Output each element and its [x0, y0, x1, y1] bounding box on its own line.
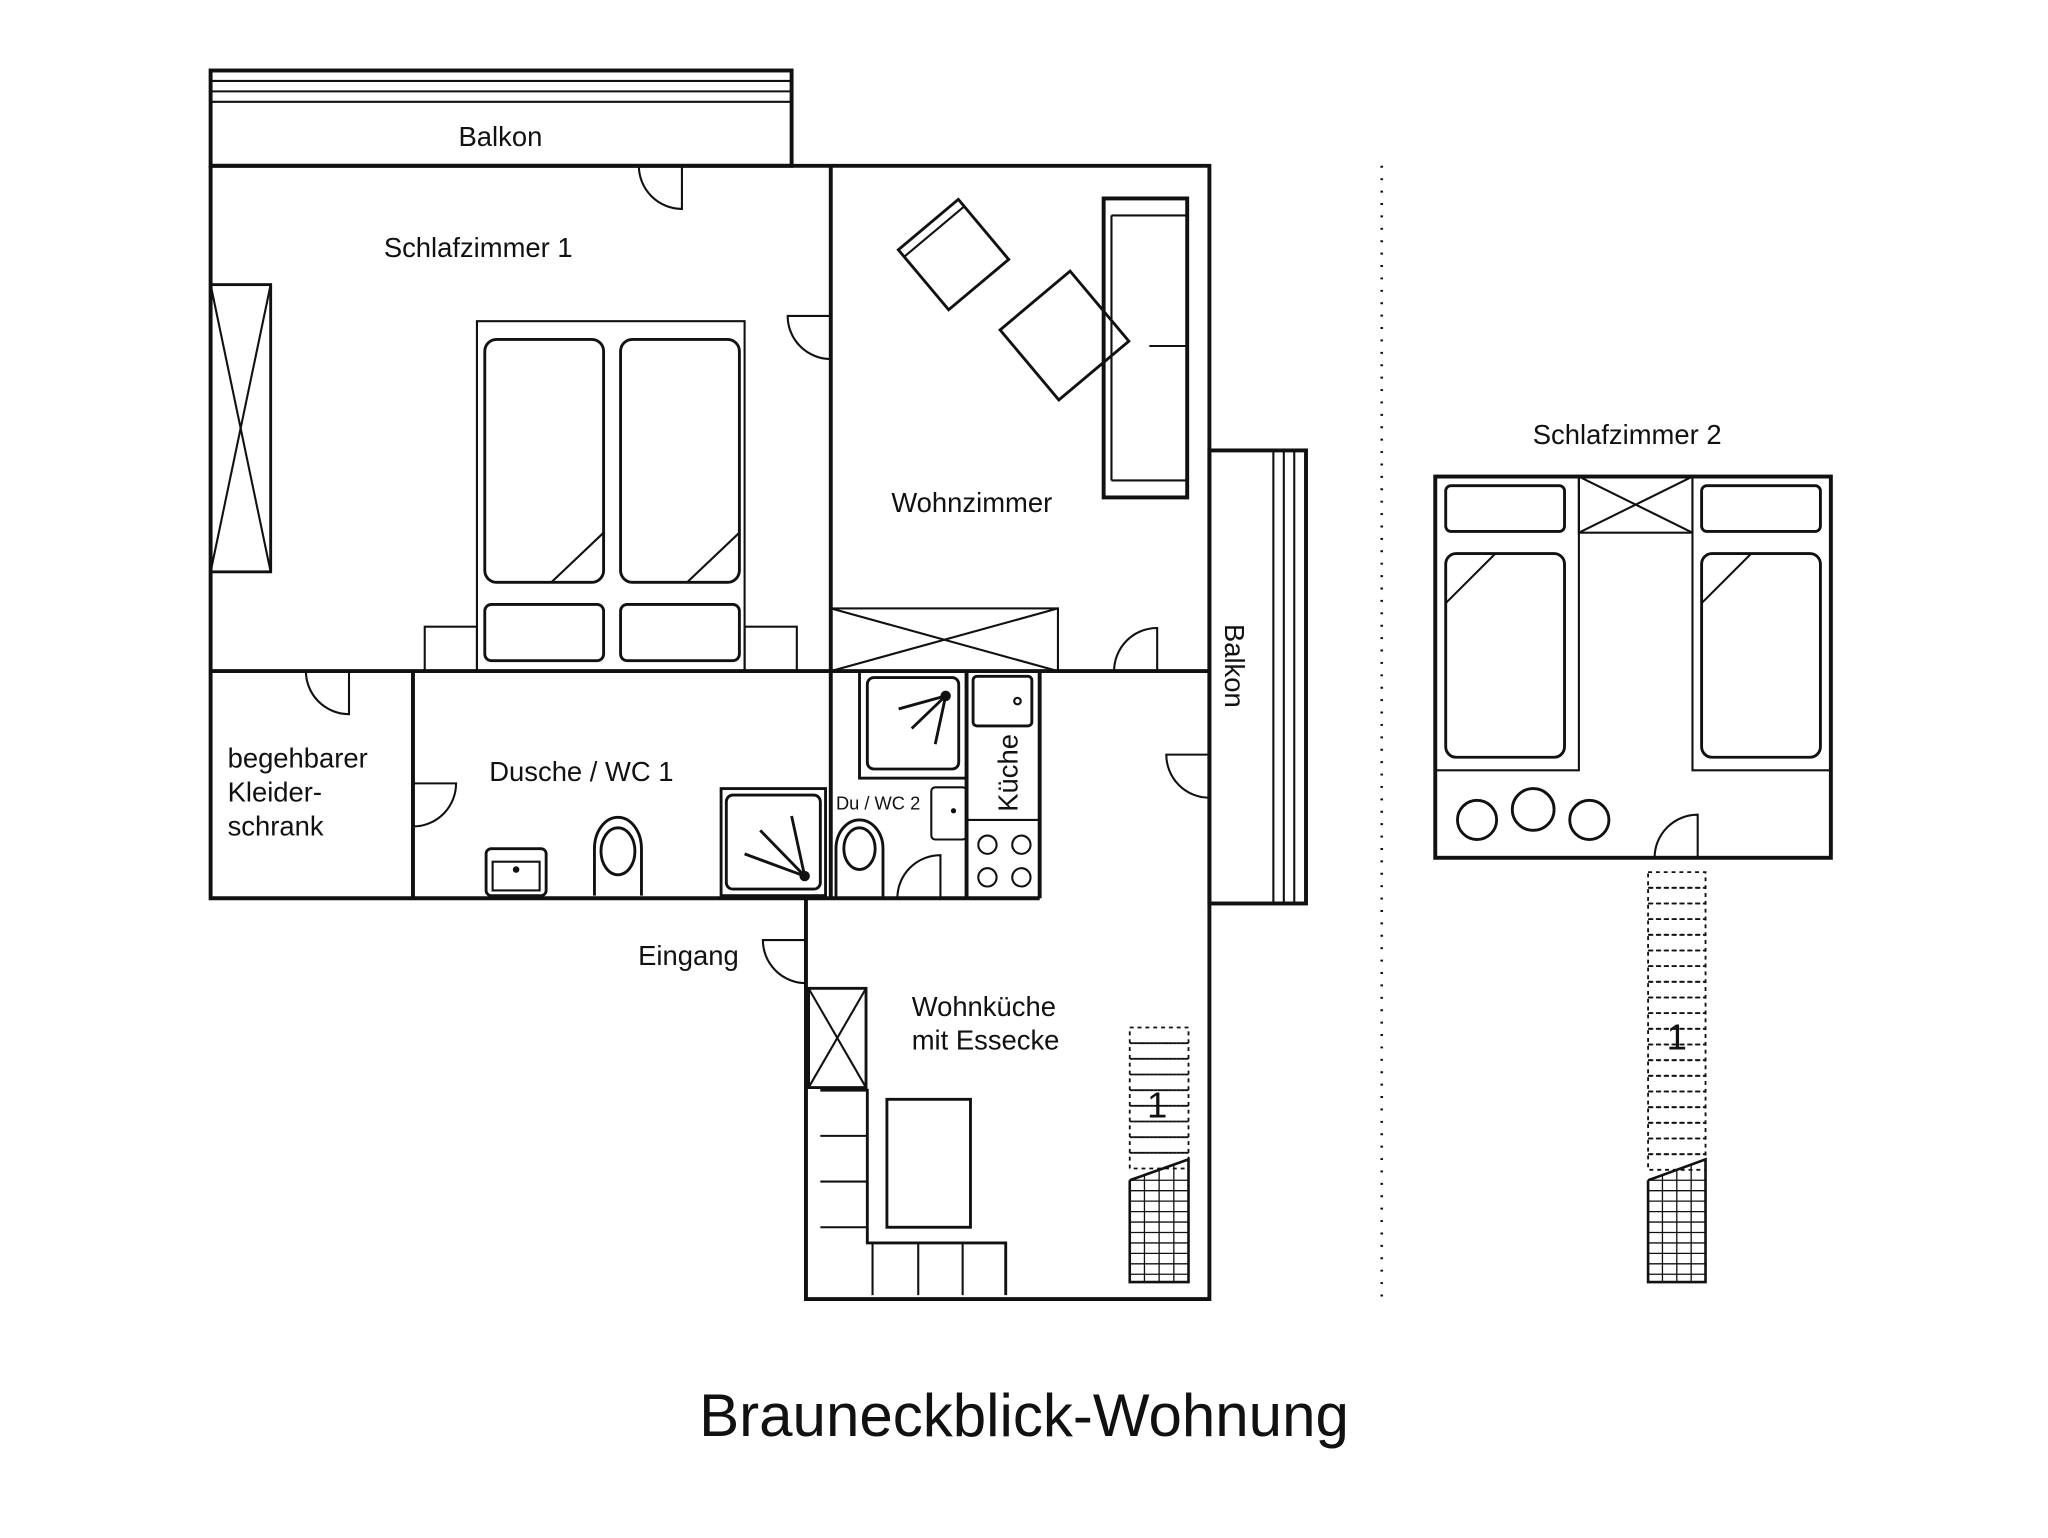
- label-wohnkueche: Wohnküche mit Essecke: [912, 991, 1064, 1056]
- balcony-right: [1207, 448, 1308, 906]
- stair-step: [1128, 1073, 1190, 1092]
- walls: [208, 163, 1212, 1302]
- doors: [304, 165, 1210, 985]
- coffee-table: [998, 269, 1131, 402]
- label-schlafzimmer-1: Schlafzimmer 1: [384, 232, 573, 263]
- stair-step: [1647, 1043, 1707, 1062]
- stair-step: [1647, 980, 1707, 999]
- toilet-1: [593, 815, 643, 896]
- stair-step: [1647, 1027, 1707, 1046]
- armchair: [896, 197, 1011, 312]
- stair-step: [1128, 1089, 1190, 1107]
- stair-label-main: 1: [1147, 1085, 1167, 1126]
- stair-step: [1647, 886, 1707, 905]
- cabinet-entrance: [807, 986, 868, 1090]
- label-dusche-wc-1: Dusche / WC 1: [489, 756, 673, 787]
- label-balkon-top: Balkon: [459, 121, 543, 152]
- stair-step: [1647, 1059, 1707, 1077]
- label-du-wc-2: Du / WC 2: [836, 792, 920, 813]
- sink-1: [484, 847, 548, 898]
- stair-step: [1647, 871, 1707, 889]
- kitchen-sink: [971, 674, 1034, 728]
- page-title: Brauneckblick-Wohnung: [699, 1382, 1349, 1449]
- stair-step: [1128, 1151, 1190, 1170]
- stair-step: [1128, 1120, 1190, 1139]
- stair-step: [1646, 1157, 1707, 1284]
- label-eingang: Eingang: [638, 940, 739, 971]
- label-balkon-right: Balkon: [1219, 624, 1250, 708]
- stair-step: [1128, 1136, 1190, 1154]
- staircase-main: [1128, 1026, 1190, 1284]
- label-kleiderschrank: begehbarer Kleider- schrank: [228, 743, 376, 842]
- sofa: [1101, 196, 1190, 500]
- stair-step: [1128, 1026, 1190, 1045]
- sideboard: [829, 607, 1059, 673]
- stair-step: [1647, 949, 1707, 968]
- stair-step: [1128, 1057, 1190, 1076]
- stair-step: [1647, 1012, 1707, 1030]
- stair-step: [1128, 1104, 1190, 1123]
- stair-step: [1647, 1074, 1707, 1093]
- corner-bench: [820, 1088, 1008, 1296]
- stair-step: [1647, 1106, 1707, 1124]
- stair-step: [1647, 965, 1707, 983]
- label-schlafzimmer-2: Schlafzimmer 2: [1533, 419, 1722, 450]
- shower-2: [858, 669, 968, 780]
- wardrobe-left: [209, 283, 273, 574]
- toilet-2: [834, 818, 885, 899]
- stove: [966, 818, 1040, 888]
- stair-step: [1647, 902, 1707, 921]
- double-bed: [423, 320, 798, 673]
- stair-step: [1647, 996, 1707, 1015]
- stair-step: [1647, 918, 1707, 936]
- stair-step: [1128, 1042, 1190, 1060]
- stair-step: [1647, 1121, 1707, 1140]
- stair-step: [1128, 1157, 1190, 1284]
- label-wohnzimmer: Wohnzimmer: [891, 487, 1052, 518]
- label-kueche: Küche: [992, 734, 1023, 812]
- dining-table: [885, 1097, 972, 1229]
- stair-label-upper: 1: [1667, 1017, 1687, 1058]
- stair-step: [1647, 1137, 1707, 1156]
- room-schlafzimmer-2: [1433, 474, 1833, 860]
- stair-step: [1647, 1090, 1707, 1109]
- stair-step: [1647, 933, 1707, 952]
- shower-1: [719, 787, 827, 898]
- sink-2: [930, 786, 968, 841]
- staircase-upper: [1646, 871, 1707, 1284]
